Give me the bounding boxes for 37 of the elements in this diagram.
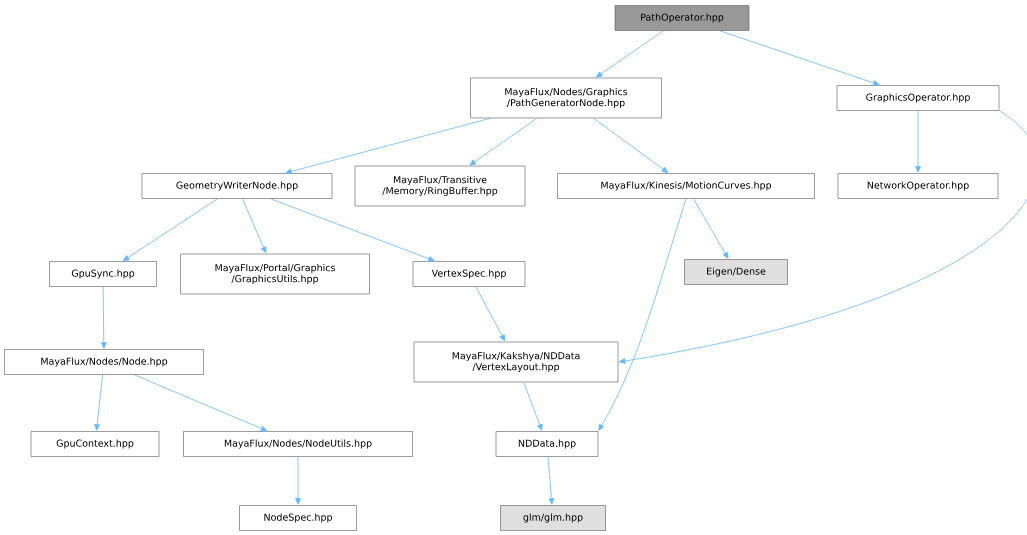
file-box: MayaFlux/Kinesis/MotionCurves.hpp [557,173,815,199]
arrow [100,286,107,349]
file-box: MayaFlux/Nodes/NodeUtils.hpp [183,431,413,457]
file-box: MayaFlux/Kakshya/NDData /VertexLayout.hpp [413,341,619,383]
file-box: MayaFlux/Nodes/Node.hpp [4,349,204,375]
arrow [598,198,687,431]
arrow [133,374,268,432]
arrow [593,117,669,173]
arrow [242,198,267,254]
file-box: GeometryWriterNode.hpp [141,173,333,199]
arrow [547,456,555,505]
file-box: MayaFlux/Transitive /Memory/RingBuffer.hpp [354,165,526,207]
arrow [618,110,1027,364]
arrow [693,198,729,259]
file-box: GpuSync.hpp [49,261,157,287]
arrow [475,286,506,342]
file-box: glm/glm.hpp [500,505,606,531]
arrow [94,374,103,431]
file-box: Eigen/Dense [684,259,788,285]
file-box: NodeSpec.hpp [239,505,357,531]
arrow [719,30,880,86]
arrow [595,30,664,78]
arrow [295,456,301,505]
file-box: NetworkOperator.hpp [837,173,999,199]
file-box: VertexSpec.hpp [412,261,526,287]
arrow [270,198,435,262]
arrow [285,117,491,175]
file-box: MayaFlux/Nodes/Graphics /PathGeneratorNode.hpp [470,77,662,119]
file-box: NDData.hpp [495,431,599,457]
file-box: MayaFlux/Portal/Graphics /GraphicsUtils.hpp [180,253,370,295]
arrow [469,117,538,166]
file-box: PathOperator.hpp [614,5,750,31]
arrow [122,198,218,262]
arrow [523,381,543,431]
file-box: GraphicsOperator.hpp [836,85,1000,111]
file-box: GpuContext.hpp [30,431,160,457]
arrow [915,110,921,173]
